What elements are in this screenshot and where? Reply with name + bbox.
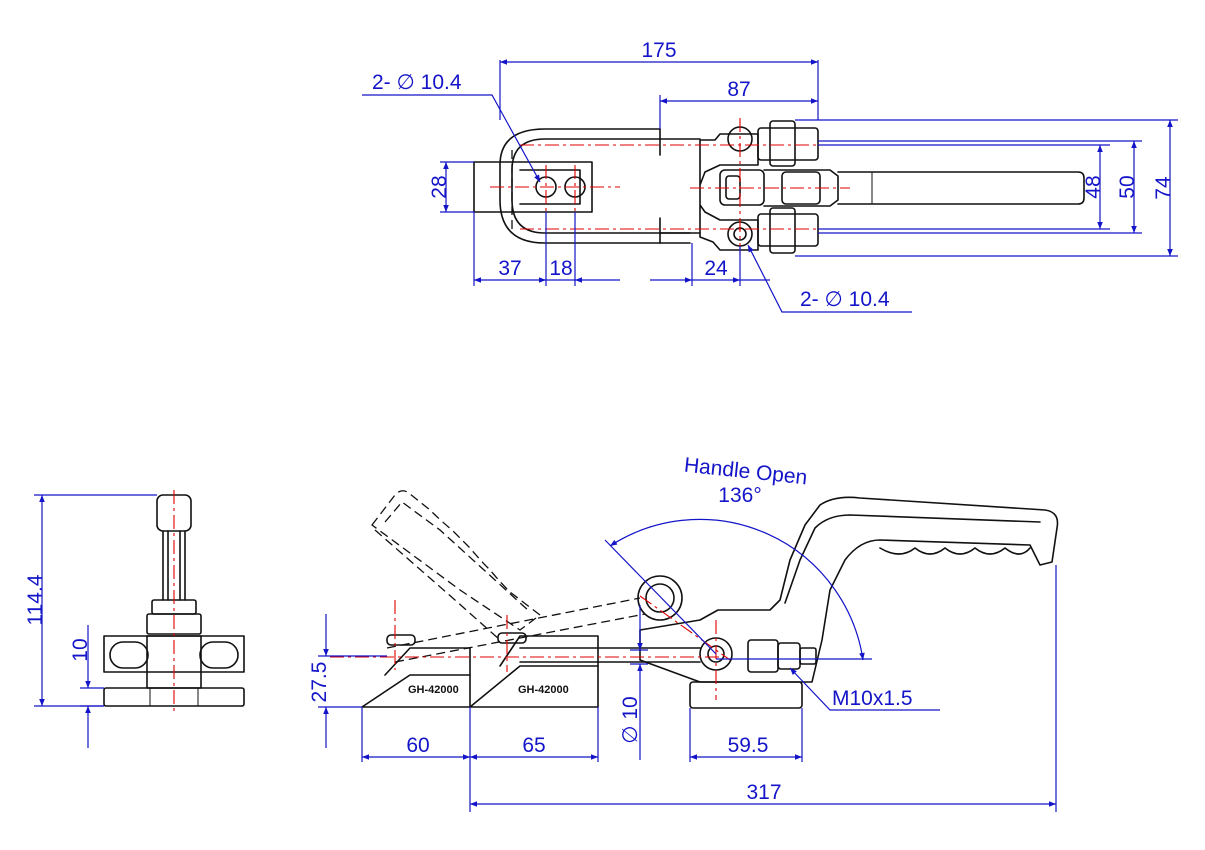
dim-hole-offset: 37 [498,257,521,280]
dim-handle-to-end: 87 [727,78,750,101]
top-clamp-body [699,120,1085,254]
dim-base-width: 28 [428,175,451,198]
side-dimensions: Handle Open 136° 27.5 60 65 ∅ 10 59.5 [308,454,1057,812]
dim-height-27-5: 27.5 [308,662,331,703]
dim-width-48: 48 [1082,175,1105,198]
part-marking-2: GH-42000 [518,684,569,696]
handle-open-dashed [371,490,683,663]
dim-hole-pitch: 18 [549,257,572,280]
dim-thread: M10x1.5 [832,687,913,710]
clamp-body [519,496,1059,709]
dim-total-317: 317 [746,781,781,804]
top-view: 175 87 2- ∅ 10.4 28 37 18 24 [362,39,1178,313]
dim-dist-65: 65 [522,734,545,757]
latch-plates: GH-42000 GH-42000 [361,632,599,708]
top-latch-hook [473,128,701,244]
dim-width-50: 50 [1116,175,1139,198]
dim-handle-angle: 136° [718,484,761,507]
dim-width-74: 74 [1152,176,1175,200]
dim-pin-dia: ∅ 10 [619,696,642,744]
end-view: 114.4 10 [24,490,245,748]
dim-overall-length: 175 [641,39,676,62]
part-marking-1: GH-42000 [408,684,459,696]
top-dimensions: 175 87 2- ∅ 10.4 28 37 18 24 [362,39,1178,313]
top-centerlines [490,118,850,255]
side-view: GH-42000 GH-42000 [308,454,1059,812]
dim-dist-59-5: 59.5 [728,734,769,757]
dim-base-thickness: 10 [69,638,92,661]
dim-rear-hole-offset: 24 [704,257,728,280]
dim-hole-label-left: 2- ∅ 10.4 [372,71,462,94]
dim-total-height: 114.4 [24,574,47,625]
dim-hole-label-right: 2- ∅ 10.4 [800,288,890,311]
dim-dist-60: 60 [406,734,429,757]
